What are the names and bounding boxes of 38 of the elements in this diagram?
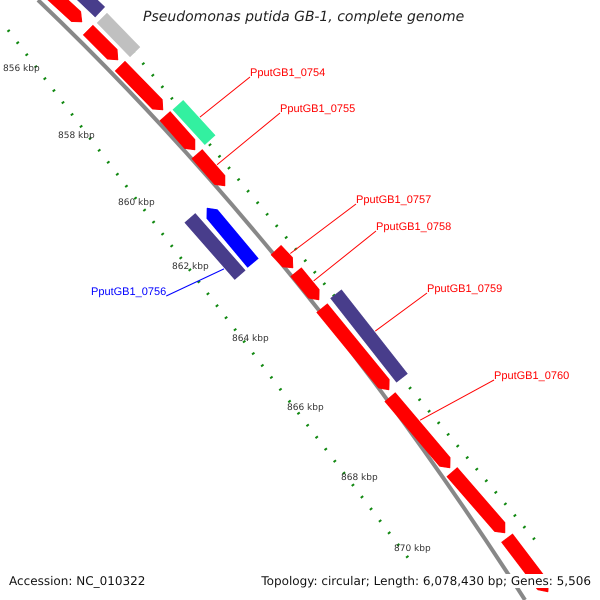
gene-feature	[446, 467, 506, 534]
footer-text: Accession: NC_010322	[7, 574, 148, 588]
tick-label: 868 kbp	[341, 473, 378, 483]
tick-label: 856 kbp	[3, 64, 40, 74]
gene-feature	[82, 24, 118, 60]
gene-feature	[191, 149, 226, 186]
gene-label: PputGB1_0754	[250, 67, 326, 79]
leader-line	[216, 112, 280, 166]
title: Pseudomonas putida GB-1, complete genome	[143, 9, 464, 25]
gene-feature	[316, 303, 390, 390]
gene-feature	[384, 392, 450, 468]
gene-feature	[160, 111, 196, 150]
leader-line	[420, 380, 494, 421]
gene-label: PputGB1_0760	[494, 370, 570, 382]
gene-feature	[96, 12, 140, 58]
tick-label: 858 kbp	[58, 131, 95, 141]
gene-label: PputGB1_0756	[91, 286, 166, 298]
tick-label: 870 kbp	[394, 544, 431, 554]
leader-line	[290, 204, 356, 254]
tick-label: 864 kbp	[232, 334, 269, 344]
leader-line	[313, 230, 376, 282]
tick-label: 860 kbp	[118, 198, 155, 208]
gene-feature	[290, 267, 320, 300]
tick-label: 866 kbp	[287, 403, 324, 413]
gene-feature	[206, 208, 259, 268]
gene-feature	[172, 100, 216, 145]
gene-label: PputGB1_0759	[427, 283, 502, 295]
leader-line	[374, 292, 428, 332]
leader-line	[199, 76, 250, 118]
gene-feature	[270, 244, 294, 268]
gene-label: PputGB1_0758	[376, 221, 452, 233]
gene-label: PputGB1_0757	[356, 194, 432, 206]
leader-line	[166, 268, 224, 296]
gene-label: PputGB1_0755	[280, 103, 356, 115]
gene-feature	[330, 289, 408, 383]
gene-feature	[114, 60, 164, 110]
footer-text: Topology: circular; Length: 6,078,430 bp; Genes: 5,506	[259, 574, 593, 588]
tick-label: 862 kbp	[172, 262, 209, 272]
